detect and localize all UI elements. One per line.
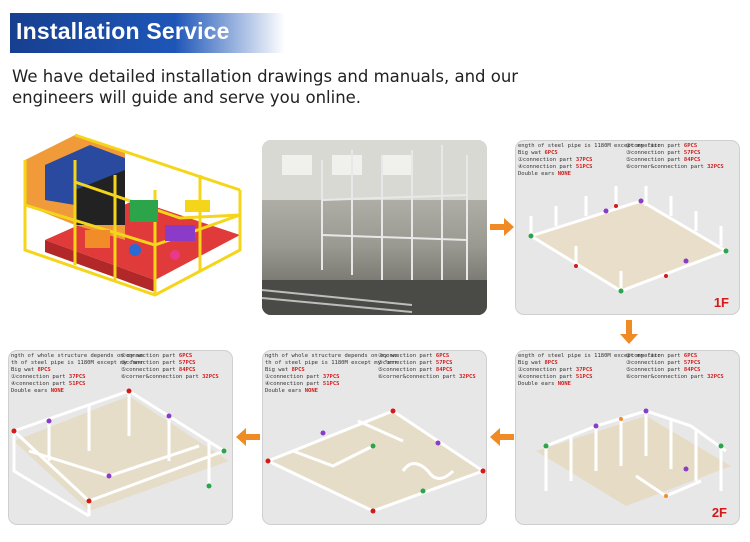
playground-render-image <box>15 130 250 315</box>
parts-legend-right: ②connection part 6PCS ③connection part 5… <box>121 353 219 380</box>
parts-legend-right: ②connection part 6PCS ③connection part 5… <box>626 353 724 380</box>
arrow-icon <box>236 428 260 446</box>
installation-drawing-2f: ength of steel pipe is 1180M except my "… <box>515 350 740 525</box>
section-header: Installation Service <box>10 13 285 53</box>
floor-label: 1F <box>713 295 729 310</box>
parts-legend-right: ②connection part 6PCS ③connection part 5… <box>626 143 724 170</box>
description-text: We have detailed installation drawings a… <box>12 67 519 107</box>
arrow-icon <box>620 320 638 344</box>
parts-legend: ength of steel pipe is 1180M except my "… <box>518 353 661 387</box>
arrow-icon <box>490 218 514 236</box>
section-title: Installation Service <box>16 18 230 44</box>
installation-drawing-1f: ength of steel pipe is 1180M except my "… <box>515 140 740 315</box>
installation-site-photo <box>262 140 487 315</box>
parts-legend: ngth of whole structure depends on my wo… <box>11 353 144 394</box>
floor-label: 2F <box>711 505 727 520</box>
parts-legend-right: ②connection part 6PCS ③connection part 5… <box>378 353 476 380</box>
installation-drawing-full: ngth of whole structure depends on my wo… <box>8 350 233 525</box>
arrow-icon <box>490 428 514 446</box>
parts-legend: ength of steel pipe is 1180M except my "… <box>518 143 661 177</box>
parts-legend: ngth of whole structure depends on my wo… <box>265 353 398 394</box>
installation-drawing-combined: ngth of whole structure depends on my wo… <box>262 350 487 525</box>
